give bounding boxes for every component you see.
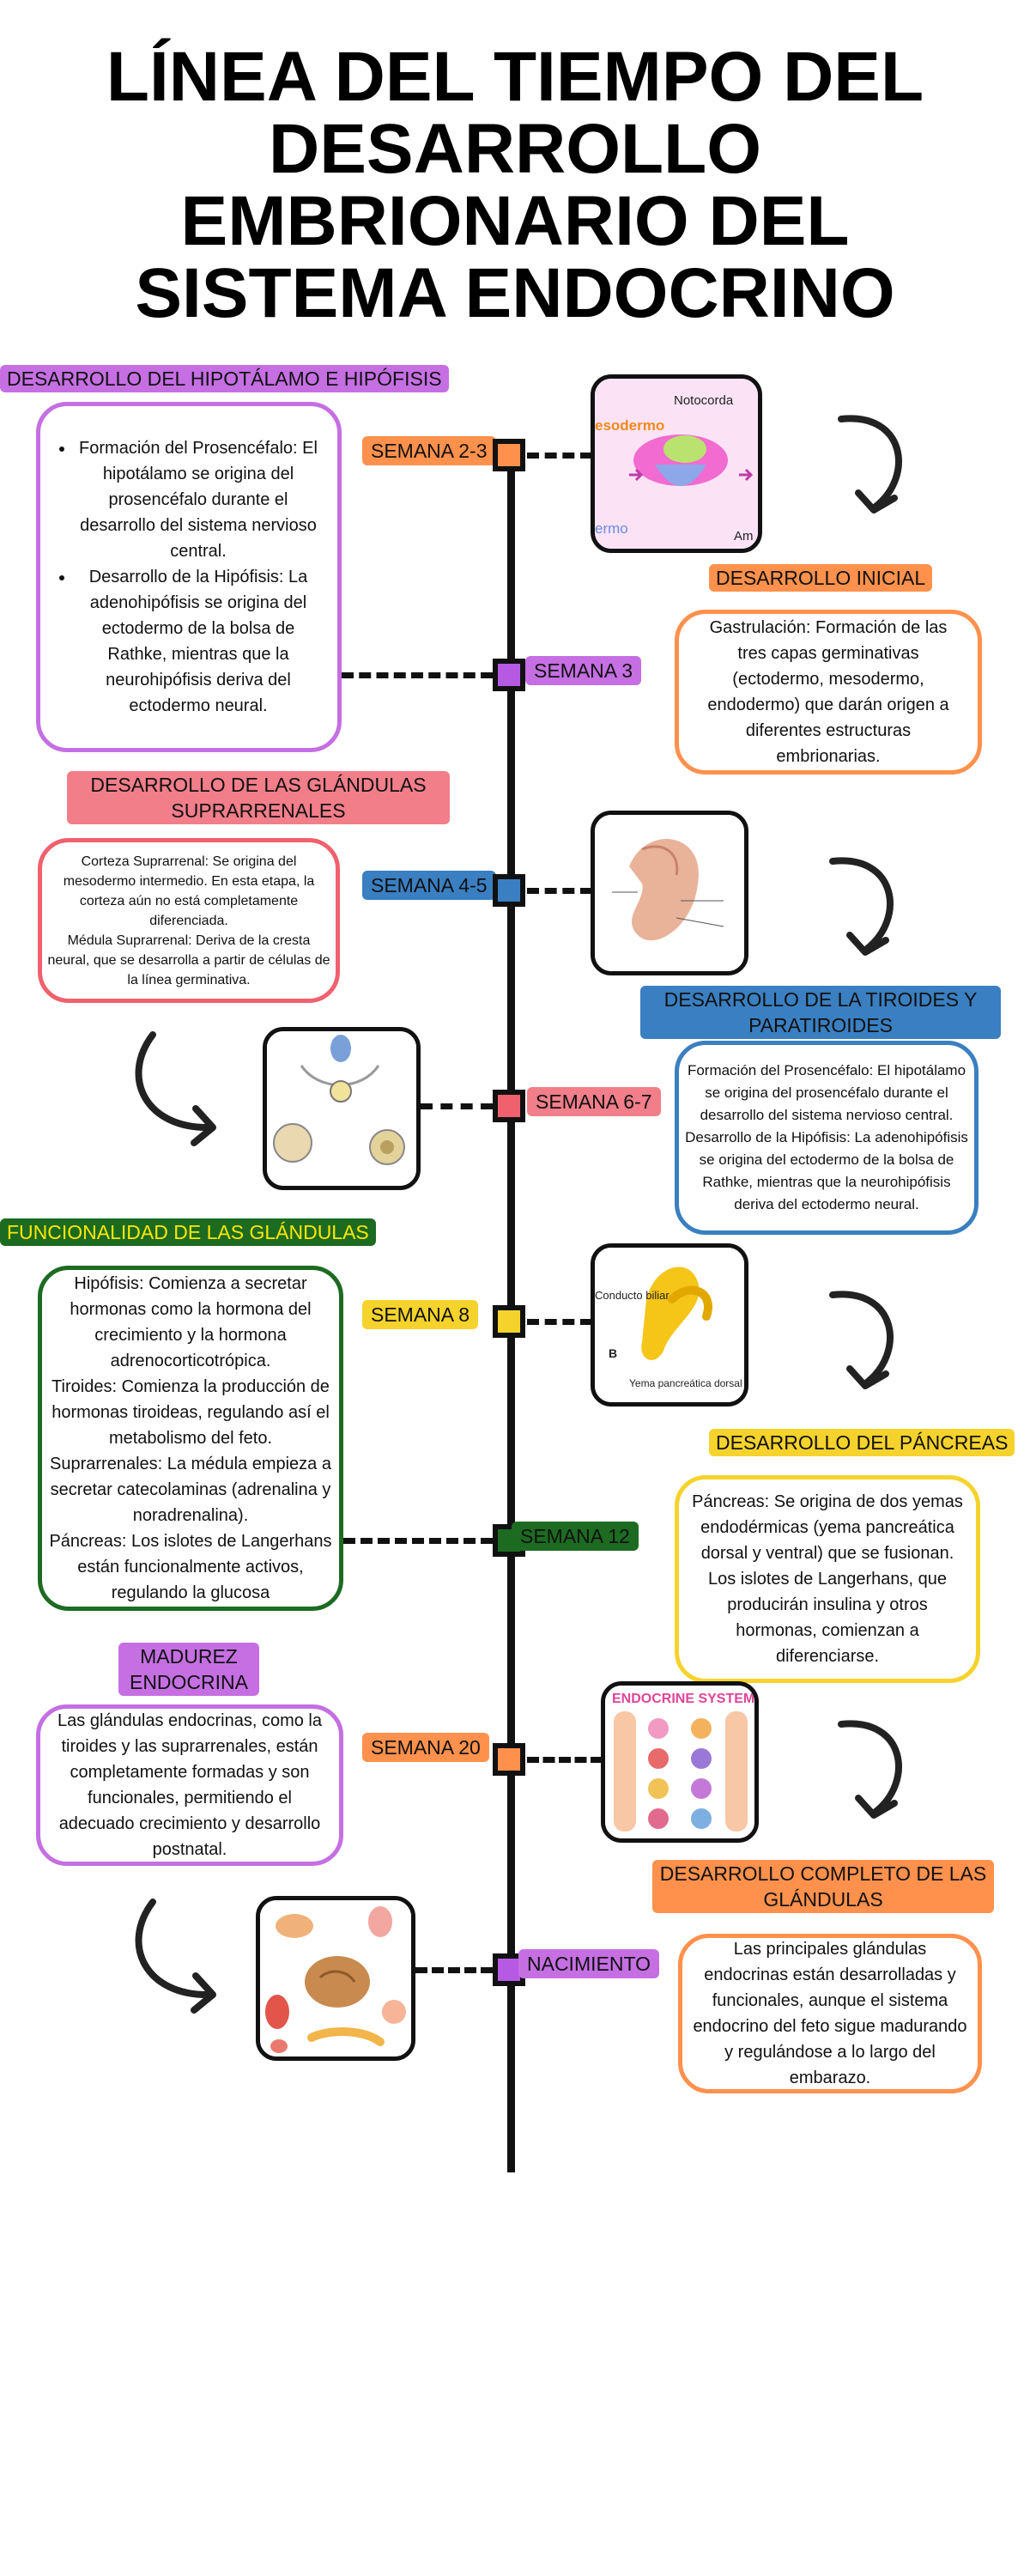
pancreas-development-illustration: Conducto biliar B Yema pancreática dorsa… — [595, 1248, 744, 1402]
thyroid-development-image — [263, 1027, 421, 1190]
endocrine-system-image: ENDOCRINE SYSTEM — [601, 1681, 759, 1843]
card-madurez: Las glándulas endocrinas, como la tiroid… — [36, 1704, 343, 1866]
card-inicial: Gastrulación: Formación de las tres capa… — [675, 610, 982, 775]
timeline-marker-2-3 — [493, 439, 525, 471]
list-item: Formación del Prosencéfalo: El hipotálam… — [75, 435, 322, 564]
header-completo: DESARROLLO COMPLETO DE LAS GLÁNDULAS — [652, 1860, 994, 1913]
suprarrenales-text-2: Médula Suprarrenal: Deriva de la cresta … — [47, 933, 330, 987]
page-title: LÍNEA DEL TIEMPO DEL DESARROLLO EMBRIONA… — [106, 38, 924, 332]
img-label-endocrine: ENDOCRINE SYSTEM — [612, 1692, 754, 1706]
week-label-20: SEMANA 20 — [362, 1733, 489, 1762]
tiroides-content: Formación del Prosencéfalo: El hipotálam… — [682, 1060, 971, 1216]
embryo-layers-illustration: Notocorda esodermo ermo Am — [595, 379, 758, 549]
connector-dash — [421, 1103, 493, 1109]
week-label-12: SEMANA 12 — [512, 1522, 639, 1551]
img-label-mesodermo: esodermo — [595, 417, 664, 434]
header-pancreas: DESARROLLO DEL PÁNCREAS — [709, 1429, 1015, 1456]
header-hipotalamo: DESARROLLO DEL HIPOTÁLAMO E HIPÓFISIS — [0, 365, 449, 392]
img-label-notocorda: Notocorda — [674, 393, 734, 408]
week-label-6-7: SEMANA 6-7 — [527, 1087, 661, 1116]
funcionalidad-content: Hipófisis: Comienza a secretar hormonas … — [47, 1271, 334, 1606]
timeline-marker-6-7 — [493, 1090, 525, 1122]
embryo-layers-image: Notocorda esodermo ermo Am — [591, 374, 762, 553]
card-suprarrenales: Corteza Suprarrenal: Se origina del meso… — [38, 838, 340, 1003]
connector-dash — [527, 1319, 592, 1325]
header-suprarrenales: DESARROLLO DE LAS GLÁNDULAS SUPRARRENALE… — [67, 771, 450, 824]
connector-dash — [415, 1967, 493, 1973]
inicial-text: Gastrulación: Formación de las tres capa… — [707, 618, 949, 766]
curved-arrow-icon — [838, 1720, 902, 1819]
header-inicial: DESARROLLO INICIAL — [709, 564, 933, 592]
curved-arrow-icon — [829, 1291, 894, 1389]
curved-arrow-icon — [135, 1031, 216, 1146]
card-tiroides: Formación del Prosencéfalo: El hipotálam… — [675, 1041, 978, 1235]
week-label-8: SEMANA 8 — [362, 1300, 479, 1329]
header-madurez: MADUREZ ENDOCRINA — [118, 1643, 259, 1696]
completo-text: Las principales glándulas endocrinas est… — [693, 1940, 967, 2087]
embryo-anatomy-illustration — [595, 815, 744, 971]
madurez-text: Las glándulas endocrinas, como la tiroid… — [58, 1711, 322, 1859]
img-label-b: B — [609, 1346, 617, 1360]
card-completo: Las principales glándulas endocrinas est… — [678, 1934, 982, 2093]
funcionalidad-text-4: Páncreas: Los islotes de Langerhans está… — [49, 1532, 332, 1602]
curved-arrow-icon — [135, 1899, 216, 2014]
connector-dash — [342, 672, 493, 678]
card-funcionalidad: Hipófisis: Comienza a secretar hormonas … — [38, 1266, 343, 1611]
timeline-marker-3 — [493, 659, 525, 691]
connector-dash — [527, 453, 592, 459]
tiroides-text-1: Formación del Prosencéfalo: El hipotálam… — [687, 1062, 966, 1123]
suprarrenales-text-1: Corteza Suprarrenal: Se origina del meso… — [63, 854, 315, 928]
funcionalidad-text-3: Suprarrenales: La médula empieza a secre… — [50, 1455, 331, 1525]
funcionalidad-text-2: Tiroides: Comienza la producción de horm… — [52, 1377, 330, 1448]
list-item: Desarrollo de la Hipófisis: La adenohipó… — [75, 564, 322, 719]
connector-dash — [343, 1538, 493, 1544]
week-label-2-3: SEMANA 2-3 — [362, 436, 496, 465]
endocrine-glands-image — [256, 1896, 415, 2061]
connector-dash — [527, 1757, 603, 1763]
suprarrenales-content: Corteza Suprarrenal: Se origina del meso… — [47, 852, 330, 990]
img-label-am: Am — [734, 529, 754, 544]
pancreas-text: Páncreas: Se origina de dos yemas endodé… — [692, 1492, 963, 1666]
header-tiroides: DESARROLLO DE LA TIROIDES Y PARATIROIDES — [640, 986, 1001, 1039]
card-hipotalamo: Formación del Prosencéfalo: El hipotálam… — [36, 402, 342, 752]
hipotalamo-list: Formación del Prosencéfalo: El hipotálam… — [56, 435, 322, 719]
curved-arrow-icon — [838, 415, 902, 513]
card-pancreas: Páncreas: Se origina de dos yemas endodé… — [675, 1475, 980, 1683]
pancreas-development-image: Conducto biliar B Yema pancreática dorsa… — [591, 1243, 748, 1406]
tiroides-text-2: Desarrollo de la Hipófisis: La adenohipó… — [685, 1129, 968, 1212]
week-label-birth: NACIMIENTO — [518, 1949, 659, 1978]
week-label-4-5: SEMANA 4-5 — [362, 871, 496, 900]
connector-dash — [527, 888, 592, 894]
timeline-marker-20 — [493, 1743, 525, 1776]
timeline-marker-8 — [493, 1305, 525, 1338]
endocrine-glands-illustration — [260, 1900, 411, 2057]
img-label-ermo: ermo — [595, 520, 628, 537]
thyroid-development-illustration — [267, 1031, 416, 1186]
week-label-3: SEMANA 3 — [525, 656, 642, 685]
endocrine-system-illustration: ENDOCRINE SYSTEM — [605, 1686, 754, 1838]
embryo-anatomy-image — [591, 811, 748, 975]
curved-arrow-icon — [829, 857, 894, 956]
header-funcionalidad: FUNCIONALIDAD DE LAS GLÁNDULAS — [0, 1218, 376, 1246]
img-label-conducto: Conducto biliar — [595, 1289, 670, 1302]
funcionalidad-text-1: Hipófisis: Comienza a secretar hormonas … — [70, 1274, 312, 1370]
img-label-yema: Yema pancreática dorsal — [629, 1377, 742, 1389]
timeline-marker-4-5 — [493, 874, 525, 907]
